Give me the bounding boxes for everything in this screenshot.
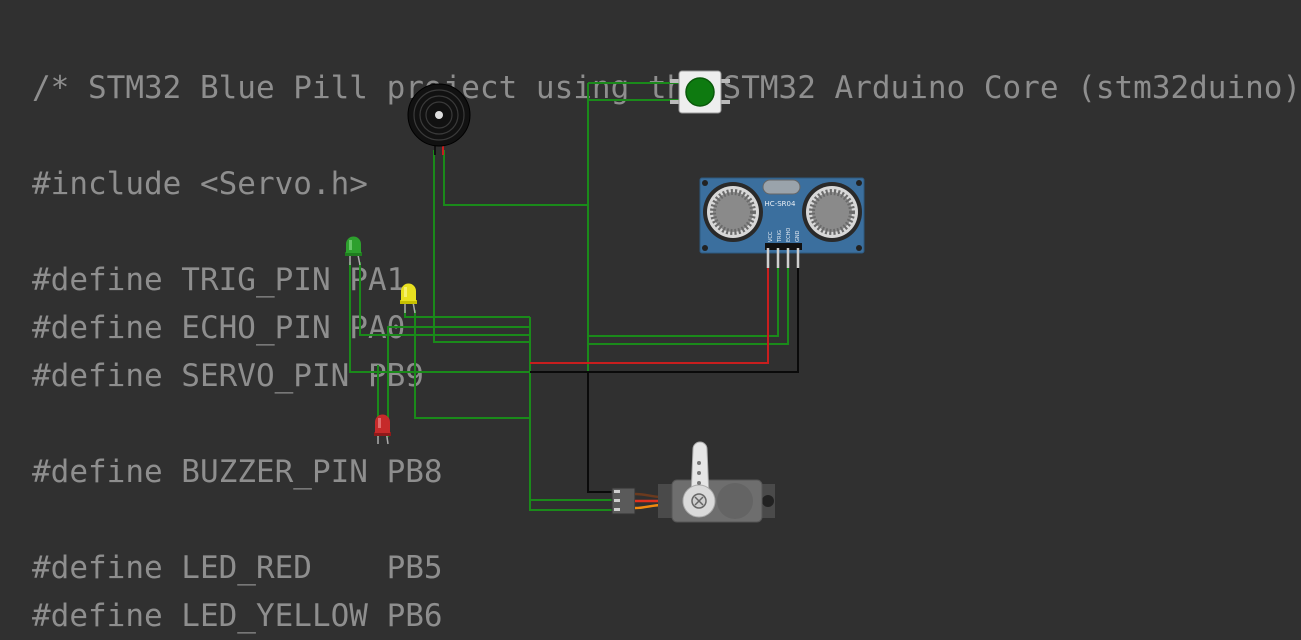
code-line-11: #define LED_RED PB5 [32,550,443,586]
wire-green[interactable] [359,262,530,336]
led-base [345,252,362,256]
servo-connector-pin [614,490,620,493]
led-highlight [404,287,407,297]
pushbutton-cap[interactable] [685,77,715,107]
led-base [374,432,391,436]
buzzer-ring [419,95,459,135]
ultrasonic-sensor[interactable]: HC-SR04 VCC TRIG ECHO GND [699,177,865,268]
servo-wire-orange [634,503,663,510]
servo-horn-hole [697,471,701,475]
wire-green[interactable] [387,326,530,437]
pushbutton-leg [670,79,682,83]
wire-green[interactable] [349,262,588,373]
servo-motor[interactable] [611,441,775,523]
code-line-9: #define BUZZER_PIN PB8 [32,454,443,490]
code-line-12: #define LED_YELLOW PB6 [32,598,443,634]
servo-horn[interactable] [690,441,710,498]
servo-connector-pin [614,499,620,502]
sensor-crystal [762,179,801,195]
pin-label-trig: TRIG [777,230,783,243]
sensor-mount-hole [856,180,862,186]
buzzer-ring [425,101,453,129]
wire-green[interactable] [529,317,612,511]
transducer-right-mesh [812,192,852,232]
led-highlight [378,418,381,428]
pin-label-vcc: VCC [768,231,774,242]
servo-gear-housing [717,483,753,519]
wire-black[interactable] [530,265,799,373]
wire-green[interactable] [443,150,588,206]
led-highlight [349,240,352,250]
wire-green[interactable] [433,150,530,343]
transducer-right-mesh [809,189,855,235]
led-green[interactable] [345,236,362,266]
led-base [400,300,417,304]
servo-connector-pin [614,508,620,511]
pushbutton-leg [670,100,682,104]
pushbutton-leg [718,100,730,104]
pushbutton-leg [718,79,730,83]
wires [349,82,799,511]
led-red[interactable] [374,414,391,445]
led-leg [357,254,361,266]
buzzer-center [435,111,443,119]
code-line-6: #define ECHO_PIN PA0 [32,310,406,346]
code-line-3: #include <Servo.h> [32,166,368,202]
servo-horn-hole [697,461,701,465]
transducer-left-mesh [713,192,753,232]
sensor-pin-header [765,243,802,250]
wire-green[interactable] [414,310,530,419]
code-line-7: #define SERVO_PIN PB9 [32,358,424,394]
led-lens [401,283,416,301]
led-lens [346,236,361,253]
led-yellow[interactable] [400,283,417,314]
sensor-mount-hole [702,180,708,186]
pin-label-gnd: GND [795,230,801,242]
wire-red[interactable] [530,265,769,364]
servo-screw-cross [694,496,704,506]
pin-label-echo: ECHO [786,228,792,242]
servo-wire-brown [634,492,663,499]
sensor-mount-hole [856,245,862,251]
pushbutton[interactable] [670,70,730,114]
servo-horn-hole [697,481,701,485]
wire-black[interactable] [587,372,612,493]
sensor-label: HC-SR04 [765,200,796,208]
wire-green[interactable] [404,310,530,318]
circuit-diagram: HC-SR04 VCC TRIG ECHO GND [345,70,865,523]
buzzer[interactable] [407,83,471,155]
buzzer-ring [413,89,465,141]
led-lens [375,414,390,433]
code-line-5: #define TRIG_PIN PA1 [32,262,406,298]
servo-mount-hole [762,495,774,507]
wire-green[interactable] [588,265,779,337]
transducer-left-mesh [710,189,756,235]
sensor-mount-hole [702,245,708,251]
wire-green[interactable] [588,265,789,345]
